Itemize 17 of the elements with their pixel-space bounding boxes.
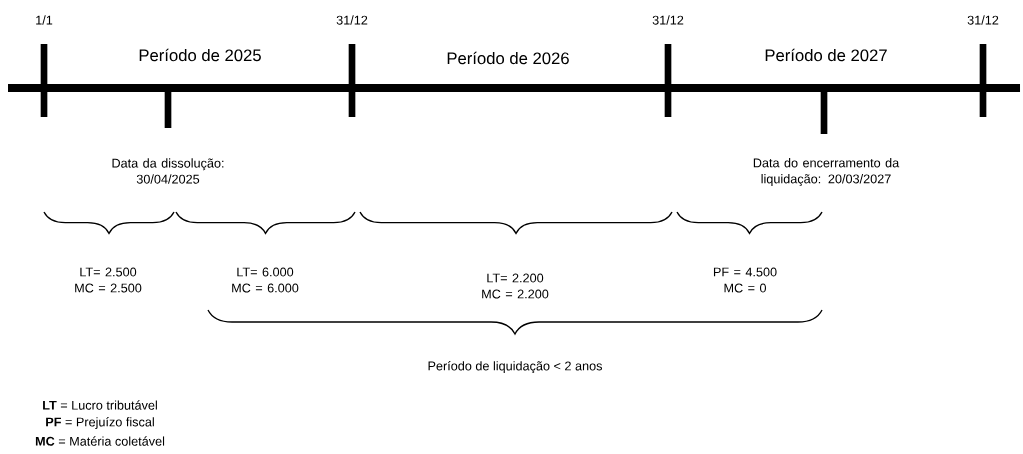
- value-label: LT= 6.000 MC = 6.000: [232, 267, 299, 293]
- value-label: LT= 2.200 MC = 2.200: [482, 273, 549, 299]
- period-label: Período de liquidação < 2 anos: [428, 361, 602, 373]
- event-label: Data do encerramento da liquidação: 20/03/2027: [753, 158, 900, 186]
- value-label: LT= 2.500 MC = 2.500: [75, 267, 142, 293]
- date-label: 1/1: [36, 15, 53, 25]
- date-label: 31/12: [967, 15, 999, 25]
- legend-entry: PF = Prejuízo fiscal: [46, 417, 154, 429]
- value-label: PF = 4.500 MC = 0: [713, 267, 777, 293]
- event-label: Data da dissolução: 30/04/2025: [112, 158, 224, 184]
- period-title: Período de 2026: [447, 51, 569, 65]
- period-title: Período de 2027: [765, 48, 887, 62]
- date-label: 31/12: [336, 15, 368, 25]
- period-title: Período de 2025: [139, 48, 261, 62]
- legend-entry: LT = Lucro tributável: [43, 400, 157, 410]
- legend-entry: MC = Matéria coletável: [35, 436, 165, 446]
- date-label: 31/12: [652, 15, 684, 25]
